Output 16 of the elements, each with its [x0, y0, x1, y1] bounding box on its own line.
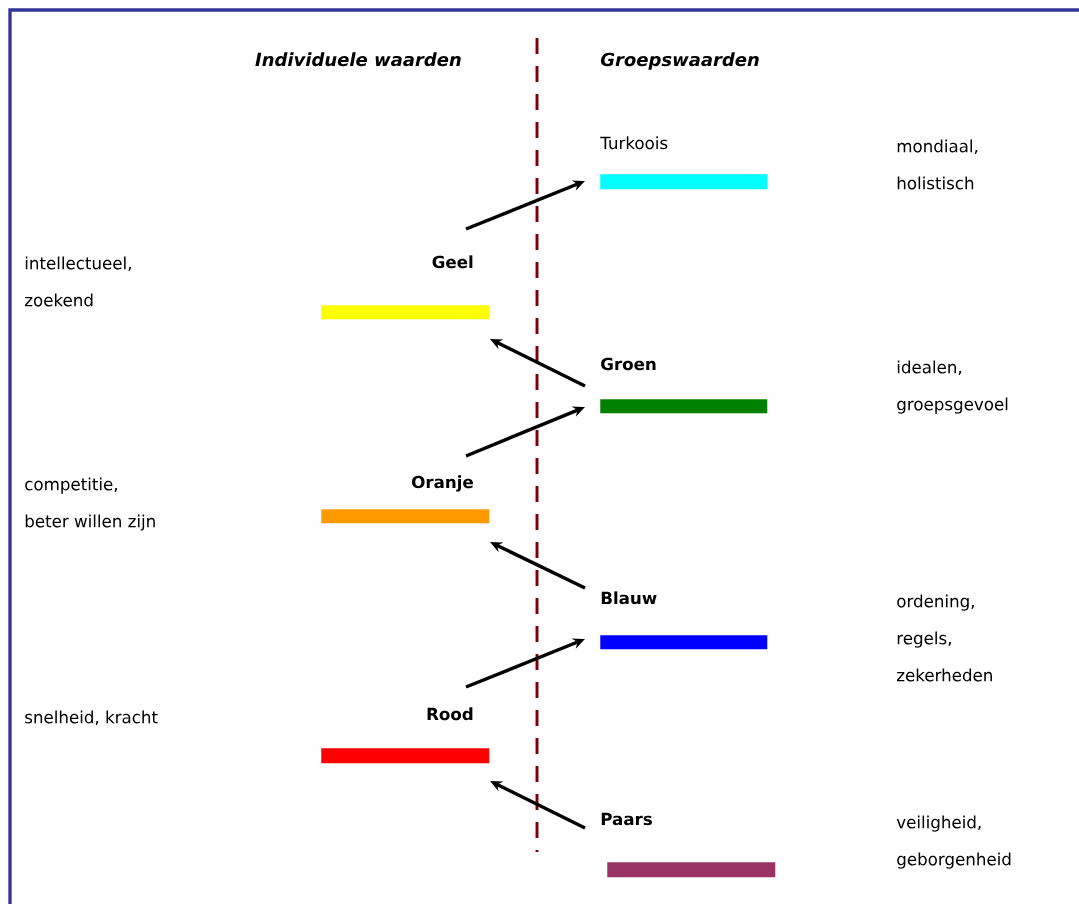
description-text: idealen, groepsgevoel: [897, 360, 1008, 414]
column-heading: Individuele waarden: [255, 52, 461, 67]
description-text: ordening, regels, zekerheden: [897, 594, 992, 682]
level-name: Rood: [427, 707, 473, 721]
description-text: competitie, beter willen zijn: [25, 477, 155, 531]
level-name: Blauw: [601, 591, 657, 605]
level-name: Turkoois: [600, 136, 668, 150]
level-name: Geel: [432, 255, 473, 269]
level-name: Groen: [601, 357, 656, 371]
description-text: mondiaal, holistisch: [897, 139, 978, 190]
column-heading: Groepswaarden: [600, 52, 759, 70]
level-name: Oranje: [412, 475, 473, 492]
description-text: intellectueel, zoekend: [25, 256, 131, 307]
description-text: snelheid, kracht: [25, 710, 158, 726]
level-name: Paars: [601, 812, 652, 826]
description-text: veiligheid, geborgenheid: [896, 815, 1011, 869]
